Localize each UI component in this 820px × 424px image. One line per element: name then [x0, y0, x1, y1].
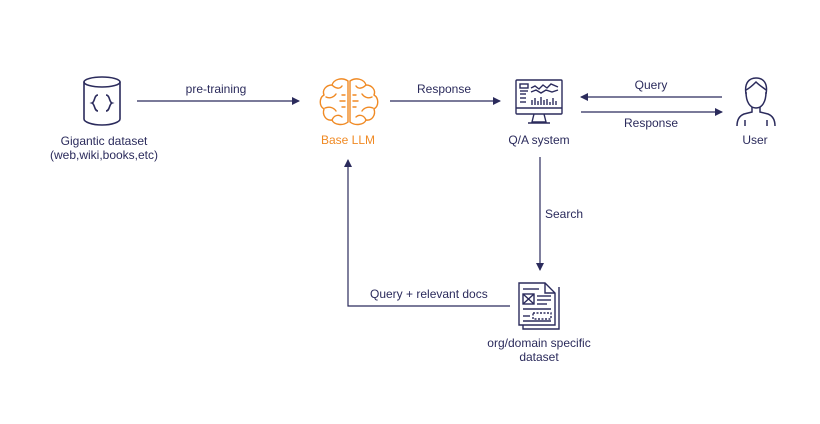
database-braces-icon [83, 76, 121, 126]
dataset-label-line1: Gigantic dataset [60, 134, 148, 148]
brain-icon [319, 78, 379, 126]
document-icon [518, 282, 560, 330]
qa-system-label: Q/A system [508, 133, 570, 147]
edge-label-user-response: Response [623, 116, 679, 130]
user-label: User [742, 133, 768, 147]
docs-label-line1: org/domain specific [487, 336, 591, 350]
edge-label-llm-response: Response [416, 82, 472, 96]
dataset-label-line2: (web,wiki,books,etc) [49, 148, 159, 162]
edge-label-pretraining: pre-training [185, 82, 247, 96]
edge-label-query: Query [634, 78, 668, 92]
edge-label-query-docs: Query + relevant docs [370, 287, 488, 301]
arrow-docs-to-llm [344, 159, 510, 307]
docs-label-line2: dataset [519, 350, 559, 364]
base-llm-label: Base LLM [320, 133, 376, 147]
edge-label-search: Search [545, 207, 584, 221]
monitor-dashboard-icon [515, 79, 563, 124]
user-icon [736, 77, 776, 127]
